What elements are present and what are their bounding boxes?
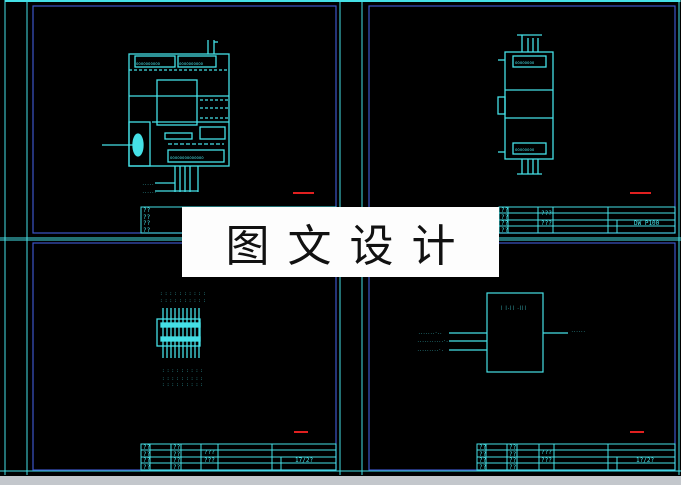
sheet-2-module-diagram	[497, 34, 554, 175]
svg-text:??: ??	[509, 464, 517, 471]
svg-text:??: ??	[173, 464, 181, 471]
watermark-banner: 图文设计	[182, 207, 499, 277]
svg-text:???: ???	[541, 220, 552, 227]
svg-text:??: ??	[501, 220, 509, 227]
svg-text:.......·..: .......·..	[418, 330, 442, 335]
svg-text:......: ......	[571, 328, 585, 333]
svg-text:??: ??	[501, 214, 509, 221]
svg-text:???: ???	[541, 210, 552, 217]
svg-text:??: ??	[479, 444, 487, 451]
svg-text:??: ??	[509, 444, 517, 451]
svg-text:: : : : : : : : :: : : : : : : : : :	[162, 382, 203, 387]
svg-text:??: ??	[173, 451, 181, 458]
svg-text:???: ???	[541, 457, 552, 464]
svg-text:??: ??	[173, 444, 181, 451]
svg-text:oooooooo: oooooooo	[515, 60, 535, 65]
svg-text:???: ???	[204, 457, 215, 464]
sheet-1-plc-diagram	[102, 40, 230, 192]
svg-text:??: ??	[501, 227, 509, 234]
svg-text:??: ??	[501, 207, 509, 214]
sheet-3-terminal-strip	[156, 308, 201, 358]
svg-text:.........·.: .........·.	[417, 347, 444, 352]
svg-text:??: ??	[143, 457, 151, 464]
sheet-4-block-diagram	[449, 292, 568, 373]
svg-text:???: ???	[204, 449, 215, 456]
svg-text:??: ??	[479, 464, 487, 471]
svg-text:??: ??	[509, 457, 517, 464]
svg-text:oooooooooo: oooooooooo	[136, 61, 161, 66]
svg-text:: : : : : : : : :: : : : : : : : : :	[162, 376, 203, 381]
svg-text:: : : : : : : : : :: : : : : : : : : : :	[160, 291, 206, 296]
svg-text:......: ......	[142, 189, 156, 194]
sheet-2-drawing-no: DW P100	[634, 220, 660, 227]
svg-text:??: ??	[143, 214, 151, 221]
svg-text:...........·.: ...........·.	[417, 338, 448, 343]
svg-text:??: ??	[143, 451, 151, 458]
svg-text:oooooooooooooo: oooooooooooooo	[170, 155, 204, 160]
svg-text:| |.|| .|||: | |.|| .|||	[500, 305, 527, 310]
svg-text:???: ???	[541, 449, 552, 456]
svg-text:??: ??	[509, 451, 517, 458]
svg-text:??: ??	[173, 457, 181, 464]
svg-text:: : : : : : : : : :: : : : : : : : : : :	[160, 298, 206, 303]
svg-text:??: ??	[143, 220, 151, 227]
svg-text:??: ??	[143, 444, 151, 451]
watermark-text: 图文设计	[225, 221, 474, 272]
sheet-3-drawing-no: 17/2?	[295, 457, 313, 464]
bottom-scrollbar[interactable]	[0, 476, 681, 485]
svg-text:??: ??	[479, 457, 487, 464]
svg-text:??: ??	[143, 227, 151, 234]
svg-text:oooooooo: oooooooo	[515, 147, 535, 152]
sheet-4-drawing-no: 1?/2?	[636, 457, 654, 464]
svg-text:??: ??	[479, 451, 487, 458]
svg-text:??: ??	[143, 207, 151, 214]
svg-text:: : : : : : : : :: : : : : : : : : :	[162, 368, 203, 373]
svg-text:??: ??	[143, 464, 151, 471]
svg-text:oooooooooo: oooooooooo	[179, 61, 204, 66]
svg-text:.....: .....	[142, 181, 154, 186]
